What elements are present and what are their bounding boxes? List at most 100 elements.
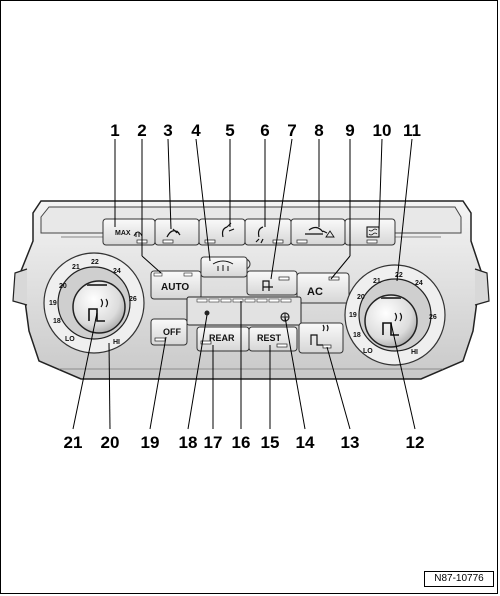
- top-button-row: MAX: [102, 218, 396, 246]
- callout-18: 18: [179, 433, 198, 452]
- callout-20: 20: [101, 433, 120, 452]
- callout-12: 12: [406, 433, 425, 452]
- recirculation-indicator: [296, 239, 308, 244]
- callout-19: 19: [141, 433, 160, 452]
- figure-reference-number: N87-10776: [424, 571, 494, 587]
- right-dial-tick-21: 21: [373, 278, 381, 285]
- rear-window-defrost-button[interactable]: [344, 218, 396, 246]
- leader-20: [108, 342, 111, 430]
- left-dial-tick-20: 20: [59, 283, 67, 290]
- callout-21: 21: [64, 433, 83, 452]
- left-dial-tick-18: 18: [53, 318, 61, 325]
- ac-indicator: [328, 276, 340, 281]
- callout-2: 2: [137, 121, 146, 140]
- right-dial-tick-20: 20: [357, 294, 365, 301]
- left-dial-tick-24: 24: [113, 268, 121, 275]
- left-dial-tick-19: 19: [49, 300, 57, 307]
- leader-14: [284, 316, 306, 430]
- left-dial-tick-lo: LO: [65, 336, 75, 343]
- middle-button-row: AUTO AC: [150, 256, 350, 304]
- auto-button[interactable]: [150, 270, 202, 300]
- left-temperature-dial: 20 21 22 24 26 19 18 LO HI: [43, 252, 145, 354]
- leader-9-diag: [330, 255, 351, 280]
- leader-2-diag: [141, 255, 162, 274]
- callout-3: 3: [163, 121, 172, 140]
- callouts-top: 1 2 3 4 5 6 7 8 9 10 11: [110, 121, 421, 140]
- air-distribution-footwell-button[interactable]: [244, 218, 292, 246]
- auto-recirc-icon: [325, 230, 335, 238]
- seat-heating-button[interactable]: [298, 322, 344, 354]
- callout-8: 8: [314, 121, 323, 140]
- fan-small-icon: [204, 310, 210, 316]
- ac-label: AC: [307, 286, 323, 298]
- right-dial-tick-hi: HI: [411, 349, 418, 356]
- off-label: OFF: [163, 327, 181, 337]
- rest-label: REST: [257, 333, 282, 343]
- auto-indicator: [153, 272, 163, 277]
- right-dial-tick-26: 26: [429, 314, 437, 321]
- rear-window-heater-icon: [366, 226, 380, 238]
- left-heat-waves-icon: [100, 298, 109, 308]
- display-window: [186, 296, 302, 326]
- air-body-indicator: [204, 239, 216, 244]
- right-heat-waves-icon: [394, 312, 403, 322]
- display-unit: [186, 296, 302, 326]
- leader-7: [270, 138, 293, 280]
- left-dial-tick-22: 22: [91, 259, 99, 266]
- air-footwell-indicator: [272, 239, 284, 244]
- seat-ventilation-icon: [262, 280, 273, 291]
- ac-button[interactable]: [296, 272, 350, 304]
- air-upper-icon: [166, 228, 181, 238]
- right-dial-tick-24: 24: [415, 280, 423, 287]
- leader-12: [390, 322, 416, 430]
- leader-21: [72, 312, 98, 430]
- auto-indicator-2: [183, 272, 193, 277]
- callout-10: 10: [373, 121, 392, 140]
- right-dial-tick-18: 18: [353, 332, 361, 339]
- callout-4: 4: [191, 121, 201, 140]
- leader-13: [326, 346, 351, 430]
- rear-indicator: [200, 340, 212, 345]
- callout-6: 6: [260, 121, 269, 140]
- left-seat-heater-icon: [88, 308, 105, 322]
- right-dial-tick-lo: LO: [363, 348, 373, 355]
- recirculation-car-icon: [305, 226, 328, 235]
- defrost-button[interactable]: [200, 256, 248, 278]
- fan-speed-bar-segments: [196, 298, 292, 303]
- rear-heater-lines-icon: [368, 228, 378, 236]
- callout-16: 16: [232, 433, 251, 452]
- auto-label: AUTO: [161, 282, 189, 293]
- callout-1: 1: [110, 121, 119, 140]
- rest-indicator: [276, 343, 288, 348]
- off-indicator: [154, 337, 166, 342]
- callouts-bottom: 21 20 19 18 17 16 15 14 13 12: [64, 433, 425, 452]
- callout-15: 15: [261, 433, 280, 452]
- air-footwell-icon: [255, 226, 264, 244]
- callout-17: 17: [204, 433, 223, 452]
- rear-label: REAR: [209, 333, 235, 343]
- ventilation-indicator: [278, 276, 290, 281]
- callout-14: 14: [296, 433, 315, 452]
- leader-lines: [72, 138, 416, 430]
- leader-3: [167, 138, 172, 230]
- left-temperature-knob[interactable]: [72, 280, 126, 334]
- right-dial-tick-22: 22: [395, 272, 403, 279]
- right-temperature-knob[interactable]: [364, 294, 418, 348]
- left-dial-tick-hi: HI: [113, 339, 120, 346]
- windshield-defrost-icon: [133, 231, 143, 237]
- max-defrost-label: MAX: [115, 230, 131, 237]
- leader-11: [396, 138, 413, 282]
- rear-defrost-indicator: [366, 239, 378, 244]
- seat-heating-icon: [310, 324, 329, 346]
- left-dial-tick-21: 21: [72, 264, 80, 271]
- right-dial-tick-19: 19: [349, 312, 357, 319]
- air-upper-indicator: [162, 239, 174, 244]
- callout-5: 5: [225, 121, 234, 140]
- callout-7: 7: [287, 121, 296, 140]
- leader-4: [195, 138, 211, 262]
- leader-10: [378, 138, 383, 230]
- defrost-icon: [212, 260, 234, 271]
- leader-19: [149, 336, 167, 430]
